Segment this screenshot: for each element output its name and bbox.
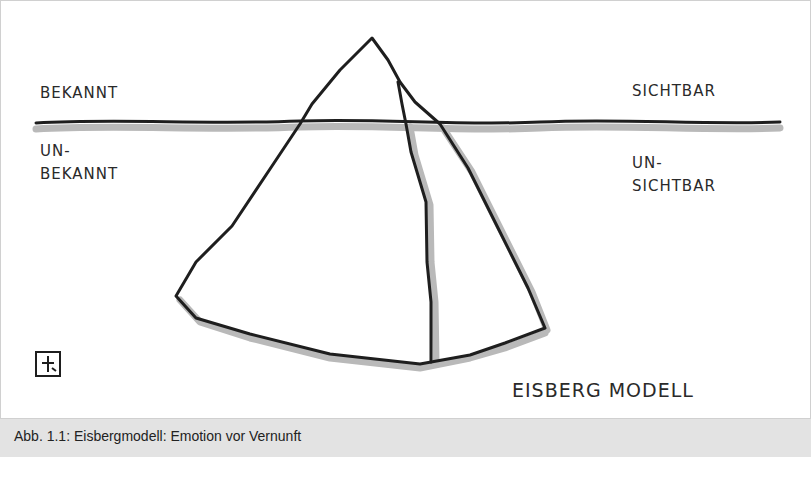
iceberg-outline <box>176 38 545 364</box>
model-title-label: EISBERG MODELL <box>512 376 782 405</box>
figure-caption: Abb. 1.1: Eisbergmodell: Emotion vor Ver… <box>14 428 301 444</box>
logo-symbol <box>36 352 60 376</box>
iceberg-crack <box>398 82 431 362</box>
unknown-label: UN- BEKANNT <box>40 140 138 187</box>
invisible-label: UN- SICHTBAR <box>632 152 742 199</box>
caption-bar <box>0 419 811 457</box>
water-line <box>36 120 780 123</box>
visible-label: SICHTBAR <box>632 80 792 103</box>
known-label: BEKANNT <box>40 82 180 105</box>
picture-frame <box>1 1 811 419</box>
